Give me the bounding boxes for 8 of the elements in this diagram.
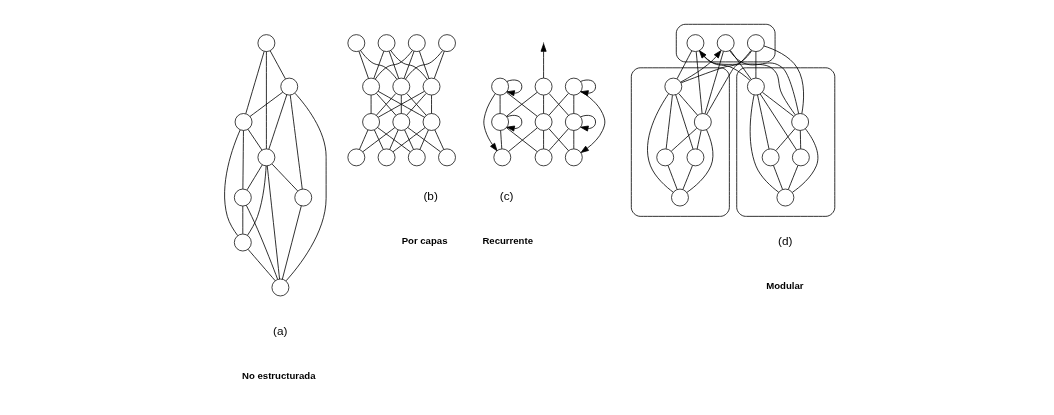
- label: (a): [273, 324, 288, 338]
- label: Modular: [766, 280, 804, 292]
- label: (b): [423, 189, 438, 203]
- label: (c): [499, 189, 514, 203]
- label: No estructurada: [242, 370, 316, 382]
- label: (d): [778, 234, 793, 248]
- label: Por capas: [401, 235, 448, 247]
- label: Recurrente: [482, 235, 533, 247]
